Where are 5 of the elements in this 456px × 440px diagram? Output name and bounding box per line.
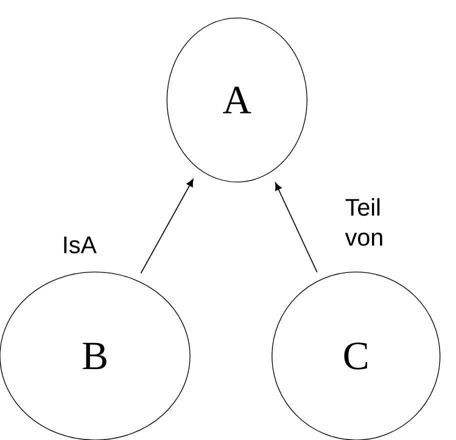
arrow — [140, 178, 194, 274]
arrow — [275, 182, 318, 273]
ellipse-node: A — [166, 18, 308, 182]
edge-label: IsA — [64, 236, 97, 254]
edge-label: Teil von — [345, 198, 382, 246]
